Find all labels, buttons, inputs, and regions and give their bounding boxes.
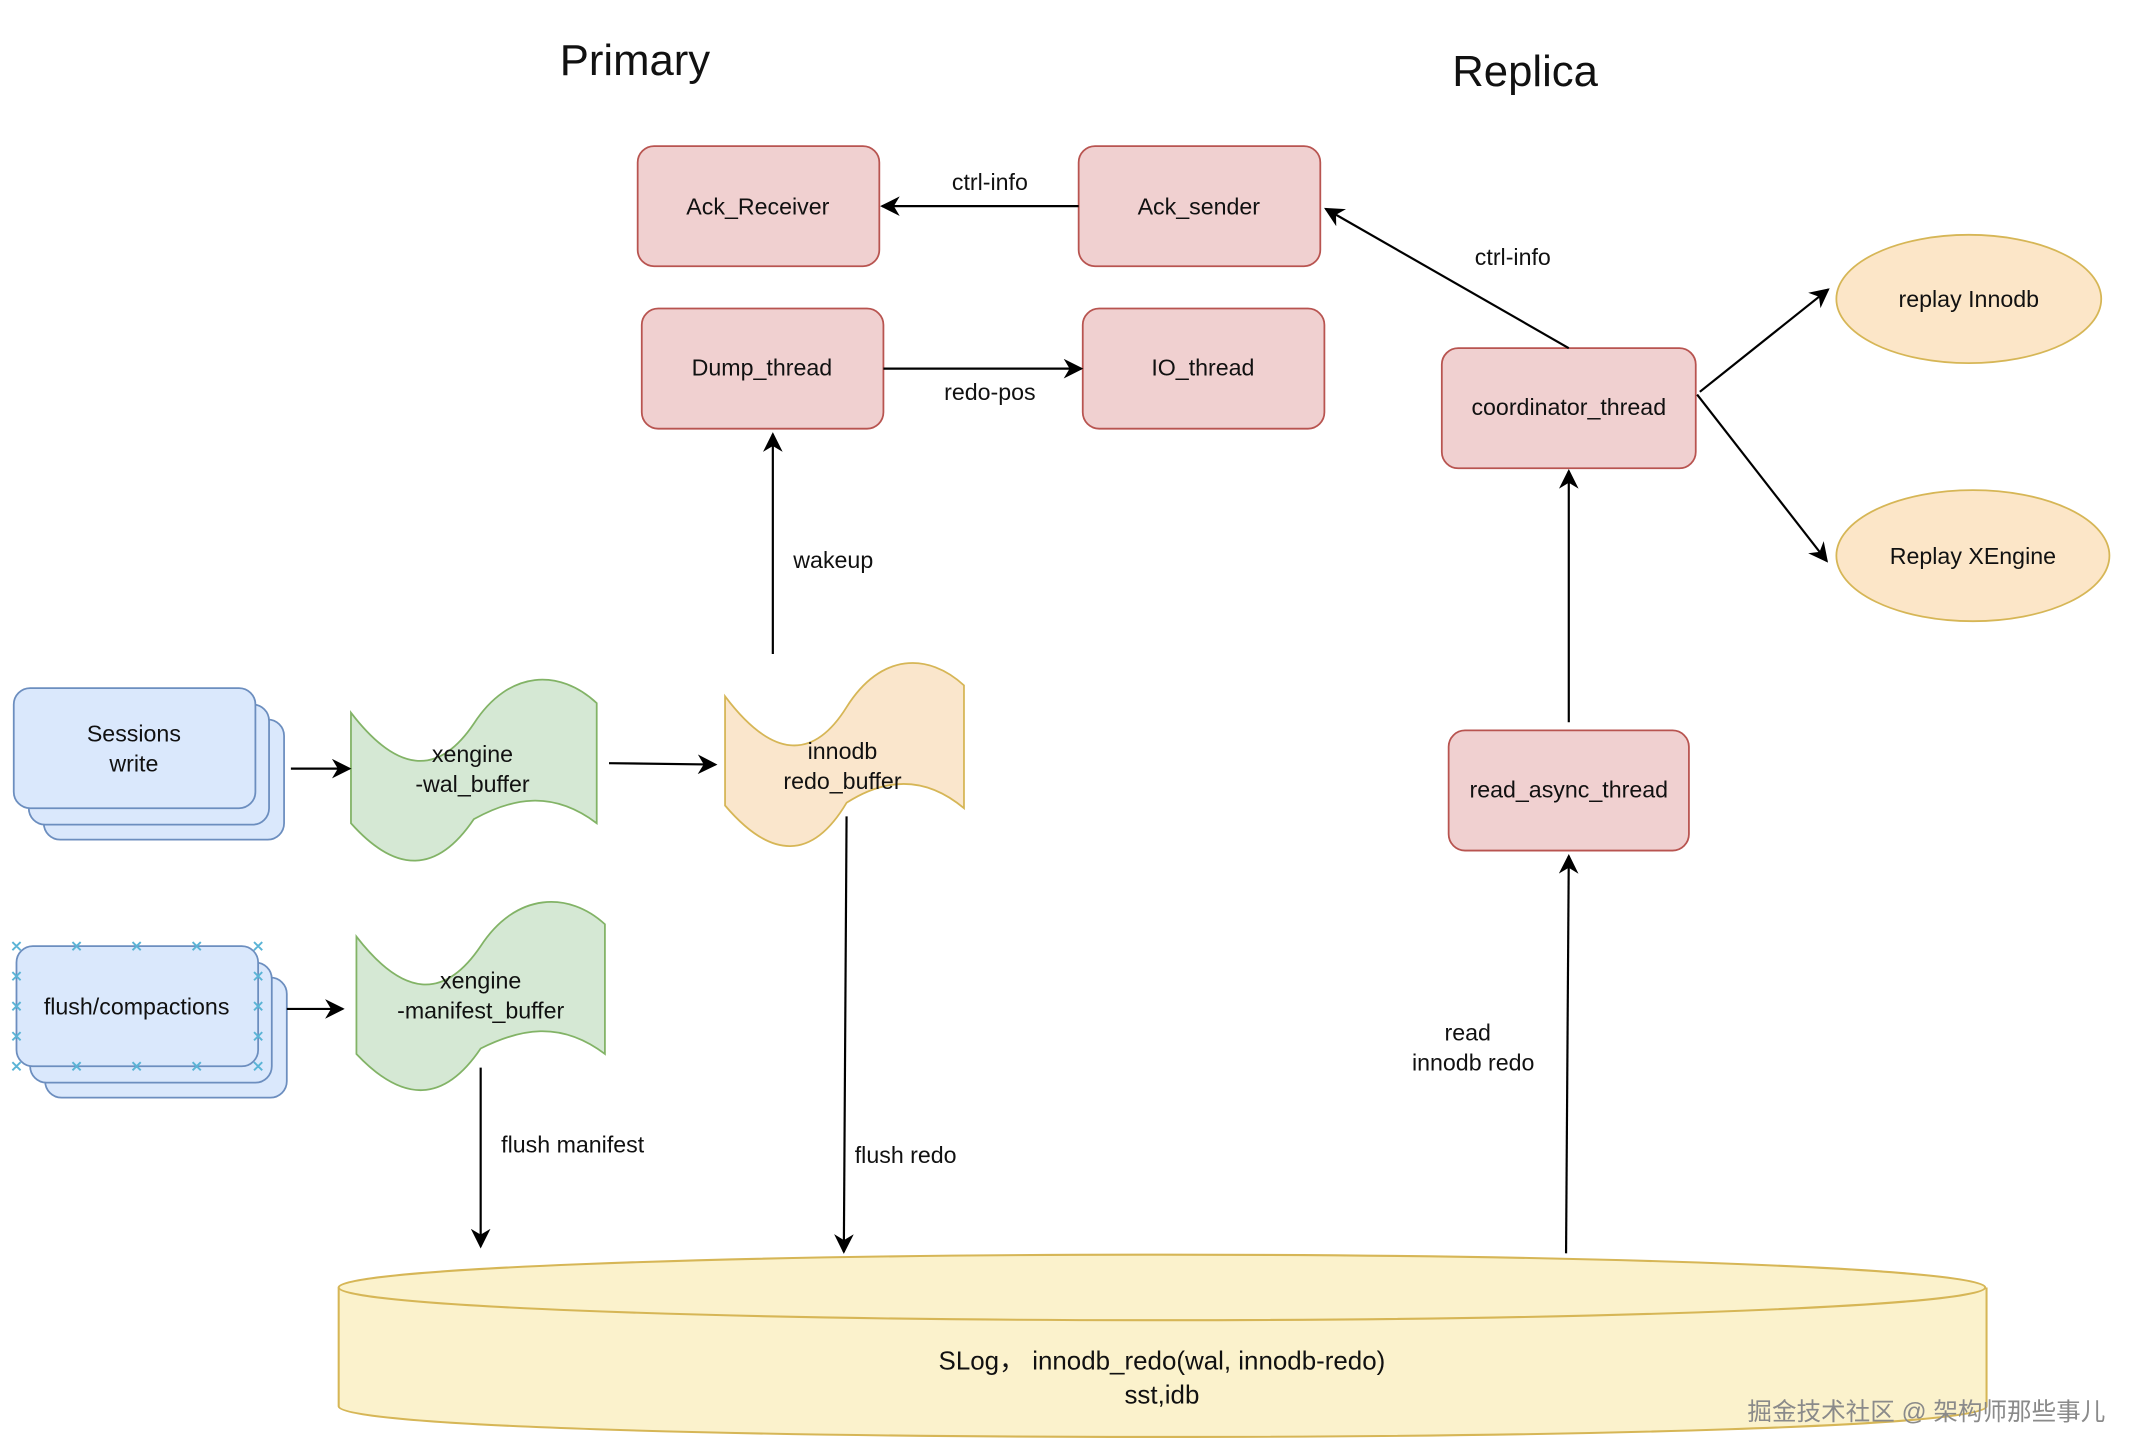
storage-cylinder-node[interactable]: SLog， innodb_redo(wal, innodb-redo) sst,… — [337, 1253, 1988, 1438]
xengine-wal-buffer-node[interactable]: xengine -wal_buffer — [350, 678, 598, 862]
innodb-redo-buffer-label-2: redo_buffer — [783, 768, 901, 794]
edge-coordinator-to-ack-sender — [1324, 207, 1570, 350]
xengine-manifest-buffer-label-2: -manifest_buffer — [397, 997, 564, 1023]
sessions-write-label-1: Sessions — [87, 720, 181, 746]
edge-label-ctrl-info-1: ctrl-info — [952, 169, 1028, 195]
ack-receiver-node[interactable]: Ack_Receiver — [636, 145, 881, 268]
dump-thread-label: Dump_thread — [692, 354, 833, 380]
edge-coordinator-to-replay-xengine — [1696, 393, 1829, 563]
storage-label-1: SLog， innodb_redo(wal, innodb-redo) — [939, 1347, 1386, 1375]
storage-label-2: sst,idb — [1124, 1381, 1199, 1409]
watermark: 掘金技术社区 @ 架构师那些事儿 — [1747, 1398, 2105, 1426]
replica-title: Replica — [1452, 47, 1598, 96]
ack-receiver-label: Ack_Receiver — [686, 193, 829, 219]
flush-compactions-label: flush/compactions — [44, 993, 230, 1019]
edge-label-redo-pos: redo-pos — [944, 379, 1036, 405]
primary-title: Primary — [560, 36, 711, 85]
innodb-redo-buffer-label-1: innodb — [808, 738, 878, 764]
read-async-thread-label: read_async_thread — [1470, 776, 1669, 802]
edge-label-flush-redo: flush redo — [855, 1142, 957, 1168]
edge-label-wakeup: wakeup — [792, 547, 873, 573]
selection-handles-icon[interactable] — [11, 941, 263, 1072]
edge-label-read-innodb-redo-1: read — [1445, 1019, 1491, 1045]
edge-storage-to-read-async — [1558, 854, 1579, 1254]
xengine-wal-buffer-label-2: -wal_buffer — [415, 771, 530, 797]
edge-label-ctrl-info-2: ctrl-info — [1475, 244, 1551, 270]
replay-innodb-node[interactable]: replay Innodb — [1835, 233, 2103, 365]
innodb-redo-buffer-node[interactable]: innodb redo_buffer — [724, 662, 965, 848]
sessions-write-node[interactable]: Sessions write — [12, 687, 285, 841]
coordinator-thread-node[interactable]: coordinator_thread — [1440, 347, 1697, 470]
dump-thread-node[interactable]: Dump_thread — [640, 307, 885, 430]
read-async-thread-node[interactable]: read_async_thread — [1447, 729, 1690, 852]
edge-coordinator-to-replay-innodb — [1699, 288, 1830, 393]
replay-xengine-label: Replay XEngine — [1890, 543, 2056, 569]
io-thread-label: IO_thread — [1151, 354, 1254, 380]
xengine-wal-buffer-label-1: xengine — [432, 741, 513, 767]
flush-compactions-node[interactable]: flush/compactions — [11, 941, 288, 1099]
io-thread-node[interactable]: IO_thread — [1081, 307, 1326, 430]
ack-sender-label: Ack_sender — [1138, 193, 1261, 219]
replay-xengine-node[interactable]: Replay XEngine — [1835, 489, 2111, 623]
edge-wal-buffer-to-innodb — [608, 754, 718, 775]
xengine-manifest-buffer-label-1: xengine — [440, 967, 521, 993]
ack-sender-node[interactable]: Ack_sender — [1077, 145, 1322, 268]
xengine-manifest-buffer-node[interactable]: xengine -manifest_buffer — [355, 901, 606, 1092]
edge-innodb-to-storage — [834, 816, 854, 1254]
edge-label-read-innodb-redo-2: innodb redo — [1412, 1049, 1534, 1075]
coordinator-thread-label: coordinator_thread — [1471, 394, 1666, 420]
replay-innodb-label: replay Innodb — [1899, 286, 2040, 312]
edge-label-flush-manifest: flush manifest — [501, 1131, 645, 1157]
sessions-write-label-2: write — [108, 750, 158, 776]
